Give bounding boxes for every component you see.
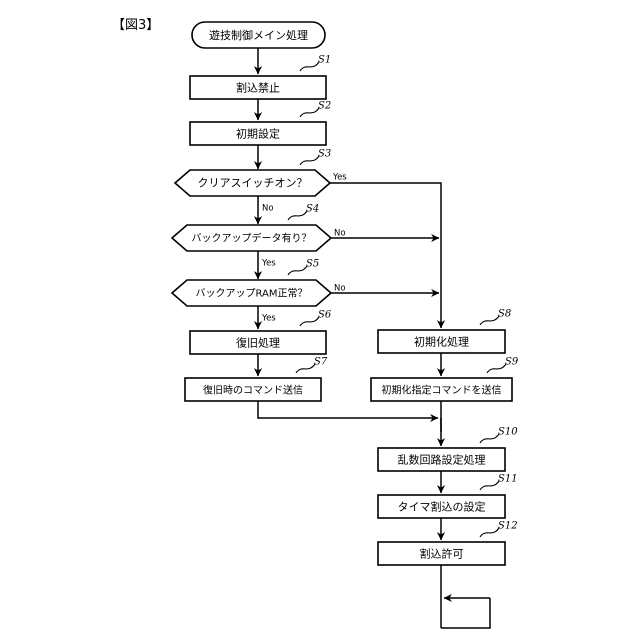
branch-label-s4-yes: Yes	[261, 259, 276, 269]
step-label-s10: S10	[498, 427, 518, 438]
decision-s3-label: クリアスイッチオン？	[198, 177, 308, 190]
process-s12-label: 割込許可	[420, 547, 464, 561]
connector-loop-return-path	[441, 598, 491, 629]
terminator-start	[191, 21, 326, 49]
step-label-s4: S4	[306, 204, 319, 215]
process-s9	[370, 377, 513, 402]
branch-label-s3-yes: Yes	[332, 173, 347, 183]
figure-number-label: 【図3】	[112, 18, 160, 33]
decision-s5-label: バックアップRAM正常？	[195, 287, 307, 300]
process-s2	[189, 121, 327, 146]
process-s8-label: 初期化処理	[414, 335, 469, 349]
step-label-s9: S9	[505, 357, 519, 368]
process-s11-label: タイマ割込の設定	[398, 500, 486, 514]
step-label-s2: S2	[318, 101, 331, 112]
process-s7-label: 復旧時のコマンド送信	[203, 384, 303, 397]
step-label-s6: S6	[318, 310, 332, 321]
callout-line-s7	[295, 363, 316, 374]
callout-line-s10	[479, 433, 500, 444]
callout-line-s3	[299, 155, 320, 166]
callout-line-s11	[479, 480, 500, 491]
decision-s4-label: バックアップデータ有り？	[192, 232, 312, 245]
process-s10-label: 乱数回路設定処理	[398, 453, 486, 467]
callout-line-s1	[299, 61, 320, 72]
process-s11	[377, 494, 506, 519]
process-s2-label: 初期設定	[236, 127, 280, 141]
process-s6-label: 復旧処理	[236, 337, 280, 350]
step-label-s1: S1	[318, 55, 331, 66]
decision-s5	[170, 279, 333, 307]
callout-line-s9	[486, 363, 507, 374]
process-s7	[184, 377, 322, 402]
branch-label-s4-no: No	[334, 229, 346, 239]
callout-line-s12	[479, 527, 500, 538]
step-label-s8: S8	[498, 309, 511, 320]
branch-label-s5-yes: Yes	[261, 314, 276, 324]
callout-line-s6	[299, 316, 320, 327]
step-label-s7: S7	[314, 357, 328, 368]
callout-line-s5	[287, 265, 308, 276]
process-s1	[189, 75, 327, 100]
decision-s3	[173, 169, 332, 197]
step-label-s3: S3	[318, 149, 331, 160]
step-label-s11: S11	[498, 474, 518, 485]
terminator-start-label: 遊技制御メイン処理	[209, 28, 308, 42]
decision-s4	[170, 224, 333, 252]
process-s10	[377, 447, 506, 472]
branch-label-s3-no: No	[262, 204, 274, 214]
callout-line-s2	[299, 107, 320, 118]
branch-label-s5-no: No	[334, 284, 346, 294]
process-s1-label: 割込禁止	[236, 81, 280, 95]
step-label-s5: S5	[306, 259, 319, 270]
callout-line-s4	[287, 210, 308, 221]
connector-s7-merge-to-trunk	[257, 400, 439, 423]
process-s9-label: 初期化指定コマンドを送信	[382, 384, 502, 397]
callout-line-s8	[479, 315, 500, 326]
process-s8	[377, 329, 506, 354]
process-s6	[189, 330, 327, 355]
process-s12	[377, 541, 506, 566]
connector-s3-yes-to-trunk	[330, 182, 446, 329]
step-label-s12: S12	[498, 521, 518, 532]
